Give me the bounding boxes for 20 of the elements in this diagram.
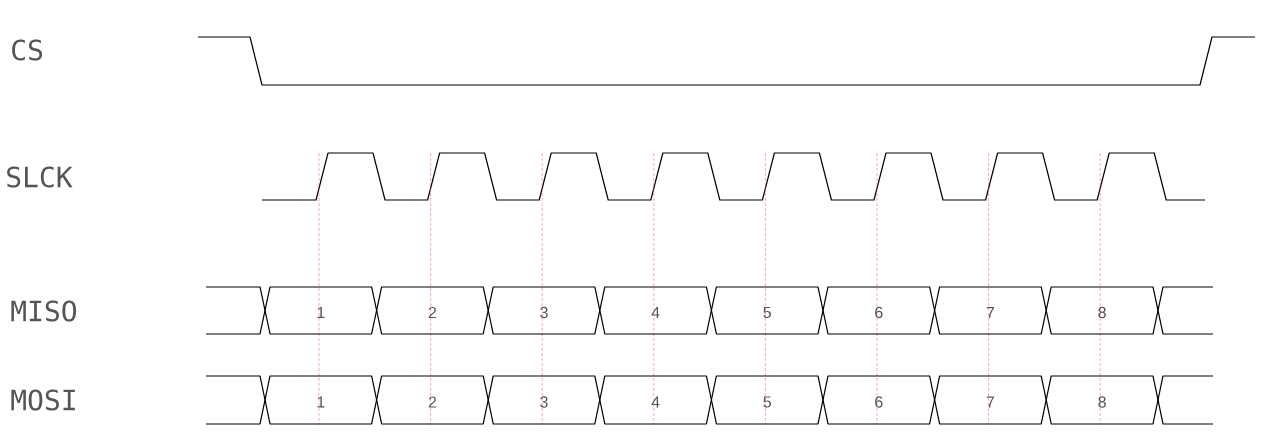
bit-cell: 7 xyxy=(934,375,1047,425)
bit-cell: 1 xyxy=(264,286,378,335)
bit-cell: 8 xyxy=(1045,375,1159,425)
bit-cell: 6 xyxy=(822,375,936,425)
bit-cell: 8 xyxy=(1045,286,1159,335)
bit-cell: 2 xyxy=(376,375,489,425)
bit-cell: 3 xyxy=(487,286,601,335)
signal-name: CS xyxy=(12,39,43,61)
bit-cell: 4 xyxy=(599,375,712,425)
bit-cell: 1 xyxy=(264,375,378,425)
signal-name: MISO xyxy=(11,300,77,322)
bit-cell: 5 xyxy=(710,286,824,335)
bit-cell: 2 xyxy=(376,286,489,335)
bit-cell: 5 xyxy=(710,375,824,425)
bit-cell: 6 xyxy=(822,286,936,335)
bit-cell: 3 xyxy=(487,375,601,425)
signal-name: SLCK xyxy=(7,166,73,188)
bit-cell: 7 xyxy=(934,286,1047,335)
signal-name: MOSI xyxy=(11,389,75,411)
bit-cell: 4 xyxy=(599,286,712,335)
